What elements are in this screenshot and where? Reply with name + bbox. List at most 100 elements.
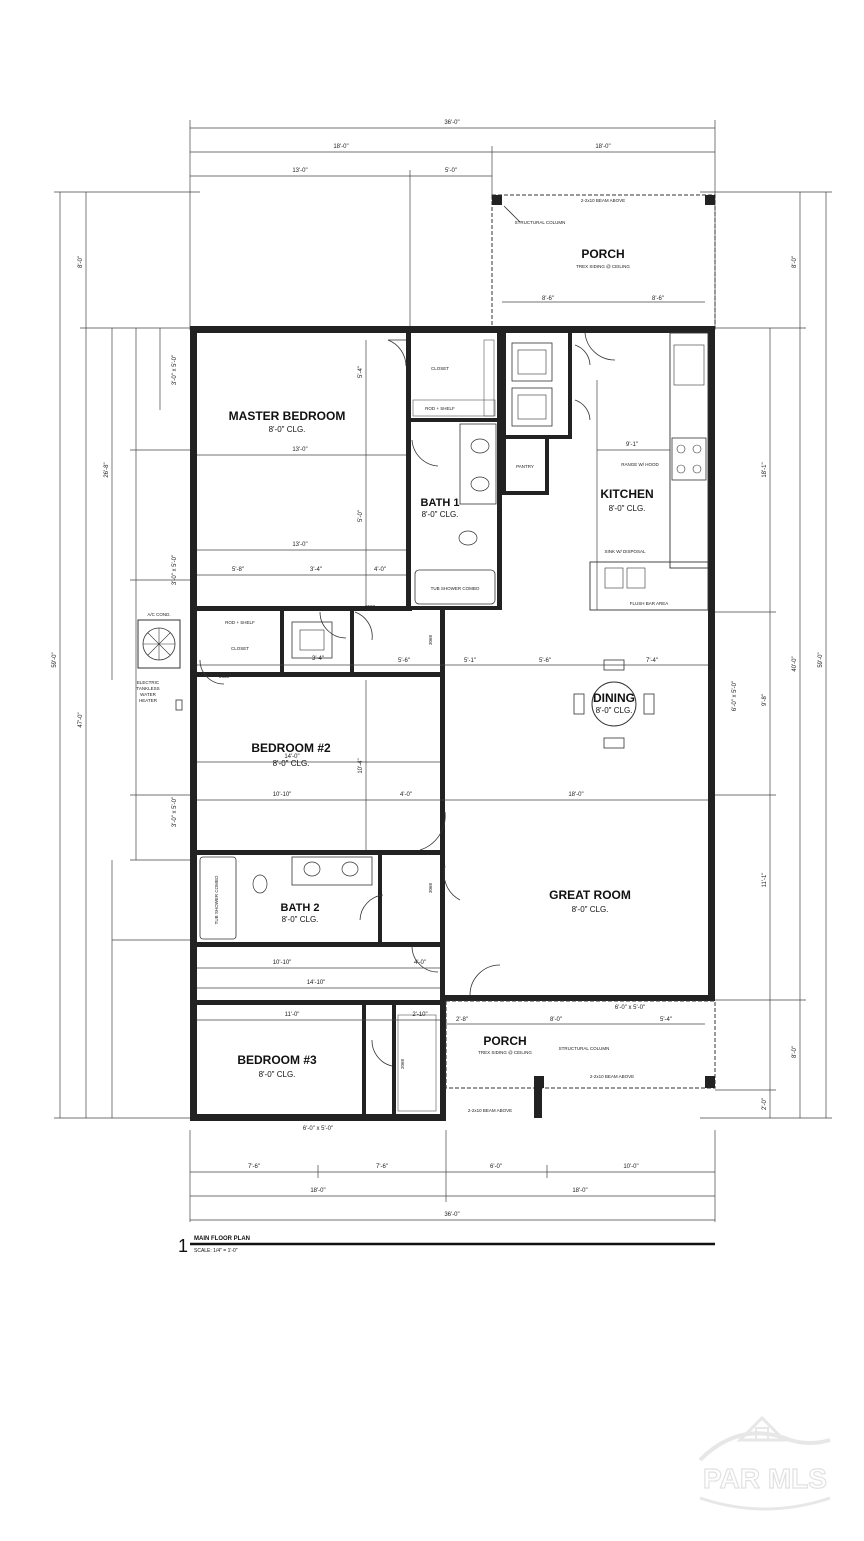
porch-bottom-label: PORCH (483, 1034, 526, 1048)
watermark-logo: PAR MLS (698, 1415, 831, 1511)
ac-label: A/C COND. (147, 612, 170, 617)
master-bedroom-clg: 8'-0" CLG. (269, 425, 306, 434)
door-bath1: 3068 (428, 634, 433, 645)
interior-walls (197, 333, 572, 1114)
svg-text:3'-4": 3'-4" (312, 656, 324, 662)
porch-top-ceiling: TREX SIDING @ CEILING (576, 264, 630, 269)
bottom-dimensions: 7'-6" 7'-6" 6'-0" 10'-0" 18'-0" 18'-0" 3… (189, 1130, 716, 1222)
doors: 3068 2668 2668 2668 3068 3068 3068 2068 (199, 328, 616, 1069)
flush-bar-label: FLUSH BAR AREA (630, 601, 669, 606)
svg-text:10'-4": 10'-4" (358, 758, 364, 773)
pantry-label: PANTRY (516, 464, 534, 469)
bath2-clg: 8'-0" CLG. (282, 915, 319, 924)
dim-right-porch: 8'-0" (792, 256, 798, 268)
svg-text:5'-6": 5'-6" (398, 658, 410, 664)
left-dimensions: 59'-0" 8'-0" 47'-0" 26'-8" 3'-0" x 5'-0"… (52, 191, 200, 1119)
svg-text:WATER: WATER (140, 692, 156, 697)
dining-label: DINING (593, 691, 635, 705)
dim-top-left-half: 18'-0" (333, 144, 348, 150)
kitchen-clg: 8'-0" CLG. (609, 504, 646, 513)
door-bath2: 2668 (405, 941, 416, 946)
bath2-tub: TUB SHOWER COMBO (214, 875, 219, 924)
bath2-label: BATH 2 (281, 902, 320, 914)
title-block-number: 1 (178, 1236, 188, 1256)
dim-bottom-seg-2: 7'-6" (376, 1164, 388, 1170)
dim-bottom-half-1: 18'-0" (310, 1188, 325, 1194)
master-closet-rod: ROD + SHELF (425, 406, 455, 411)
bath1-label: BATH 1 (421, 497, 460, 509)
svg-text:7'-4": 7'-4" (646, 658, 658, 664)
porch-bottom-beam-2: 2-2x10 BEAM ABOVE (468, 1108, 512, 1113)
dim-top-right-half: 18'-0" (595, 144, 610, 150)
dim-right-bottom-b: 2'-0" (762, 1098, 768, 1110)
door-master: 2668 (365, 604, 376, 609)
svg-text:9'-1": 9'-1" (626, 442, 638, 448)
door-front: 3068 (483, 995, 494, 1000)
kitchen-label: KITCHEN (600, 487, 653, 501)
door-hall-closet: 2668 (219, 674, 230, 679)
svg-text:4'-0": 4'-0" (414, 960, 426, 966)
svg-text:5'-8": 5'-8" (232, 567, 244, 573)
range-label: RANGE W/ HOOD (621, 462, 659, 467)
bedroom3-clg: 8'-0" CLG. (259, 1070, 296, 1079)
dim-right-mid: 40'-0" (792, 656, 798, 671)
porch-top-beam: 2-2x10 BEAM ABOVE (581, 198, 625, 203)
dim-left-window-2: 3'-0" x 5'-0" (172, 555, 178, 585)
porch-window-dim: 6'-0" x 5'-0" (615, 1005, 645, 1011)
porch-bottom-beam: 2-2x10 BEAM ABOVE (590, 1074, 634, 1079)
great-room-clg: 8'-0" CLG. (572, 905, 609, 914)
dim-right-kitchen: 18'-1" (762, 462, 768, 477)
master-closet-label: CLOSET (431, 366, 449, 371)
svg-text:5'-6": 5'-6" (539, 658, 551, 664)
title-block-title: MAIN FLOOR PLAN (194, 1236, 250, 1242)
porch-bottom-ceiling: TREX SIDING @ CEILING (478, 1050, 532, 1055)
right-dimensions: 59'-0" 8'-0" 40'-0" 8'-0" 18'-1" 9'-8" 1… (700, 191, 832, 1119)
dim-right-bottom-a: 8'-0" (792, 1046, 798, 1058)
porch-top: 2-2x10 BEAM ABOVE STRUCTURAL COLUMN PORC… (491, 194, 716, 329)
bedroom3-label: BEDROOM #3 (237, 1053, 317, 1067)
svg-text:8'-6": 8'-6" (652, 296, 664, 302)
door-bed3-closet: 2068 (400, 1058, 405, 1069)
sink-label: SINK W/ DISPOSAL (604, 549, 646, 554)
dim-left-lower: 47'-0" (78, 712, 84, 727)
door-bed2: 3068 (428, 882, 433, 893)
svg-text:4'-0": 4'-0" (374, 567, 386, 573)
svg-text:TANKLESS: TANKLESS (136, 686, 159, 691)
bath1-clg: 8'-0" CLG. (422, 510, 459, 519)
svg-text:HEATER: HEATER (139, 698, 158, 703)
dim-top-seg-b: 5'-0" (445, 168, 457, 174)
dim-left-total: 59'-0" (52, 652, 58, 667)
fixtures: CLOSET ROD + SHELF TUB SHOWER COMBO PANT… (199, 332, 709, 1112)
dim-bottom-seg-3: 6'-0" (490, 1164, 502, 1170)
porch-top-label: PORCH (581, 247, 624, 261)
svg-text:5'-0": 5'-0" (358, 510, 364, 522)
porch-bottom-column-note: STRUCTURAL COLUMN (559, 1046, 610, 1051)
title-block: 1 MAIN FLOOR PLAN SCALE: 1/4" = 1'-0" (178, 1236, 715, 1256)
dim-overall-bottom: 36'-0" (444, 1212, 459, 1218)
svg-text:2'-10": 2'-10" (412, 1012, 427, 1018)
svg-text:11'-0": 11'-0" (285, 1012, 300, 1018)
dim-left-upper: 26'-8" (104, 462, 110, 477)
watermark-text: PAR MLS (703, 1463, 827, 1494)
svg-text:5'-1": 5'-1" (464, 658, 476, 664)
bottom-window-dim: 6'-0" x 5'-0" (303, 1126, 333, 1132)
bedroom2-clg: 8'-0" CLG. (273, 759, 310, 768)
svg-text:13'-0": 13'-0" (292, 447, 307, 453)
dim-overall-top: 36'-0" (444, 120, 459, 126)
svg-text:5'-4": 5'-4" (660, 1017, 672, 1023)
svg-text:2'-8": 2'-8" (456, 1017, 468, 1023)
svg-text:18'-0": 18'-0" (568, 792, 583, 798)
dim-right-great: 11'-1" (762, 873, 768, 888)
dim-dining-window: 6'-0" x 5'-0" (732, 681, 738, 711)
dim-right-dining: 9'-8" (762, 694, 768, 706)
great-room-label: GREAT ROOM (549, 888, 631, 902)
hall-closet-rod: ROD + SHELF (225, 620, 255, 625)
top-dimensions: 36'-0" 18'-0" 18'-0" 13'-0" 5'-0" (189, 120, 716, 330)
hall-closet-label: CLOSET (231, 646, 249, 651)
dim-right-total: 59'-0" (818, 652, 824, 667)
dining-clg: 8'-0" CLG. (596, 706, 633, 715)
interior-dimensions: 13'-0" 13'-0" 5'-8" 3'-4" 4'-0" 5'-4" 5'… (197, 340, 708, 1021)
svg-text:ELECTRIC: ELECTRIC (137, 680, 160, 685)
svg-text:4'-0": 4'-0" (400, 792, 412, 798)
